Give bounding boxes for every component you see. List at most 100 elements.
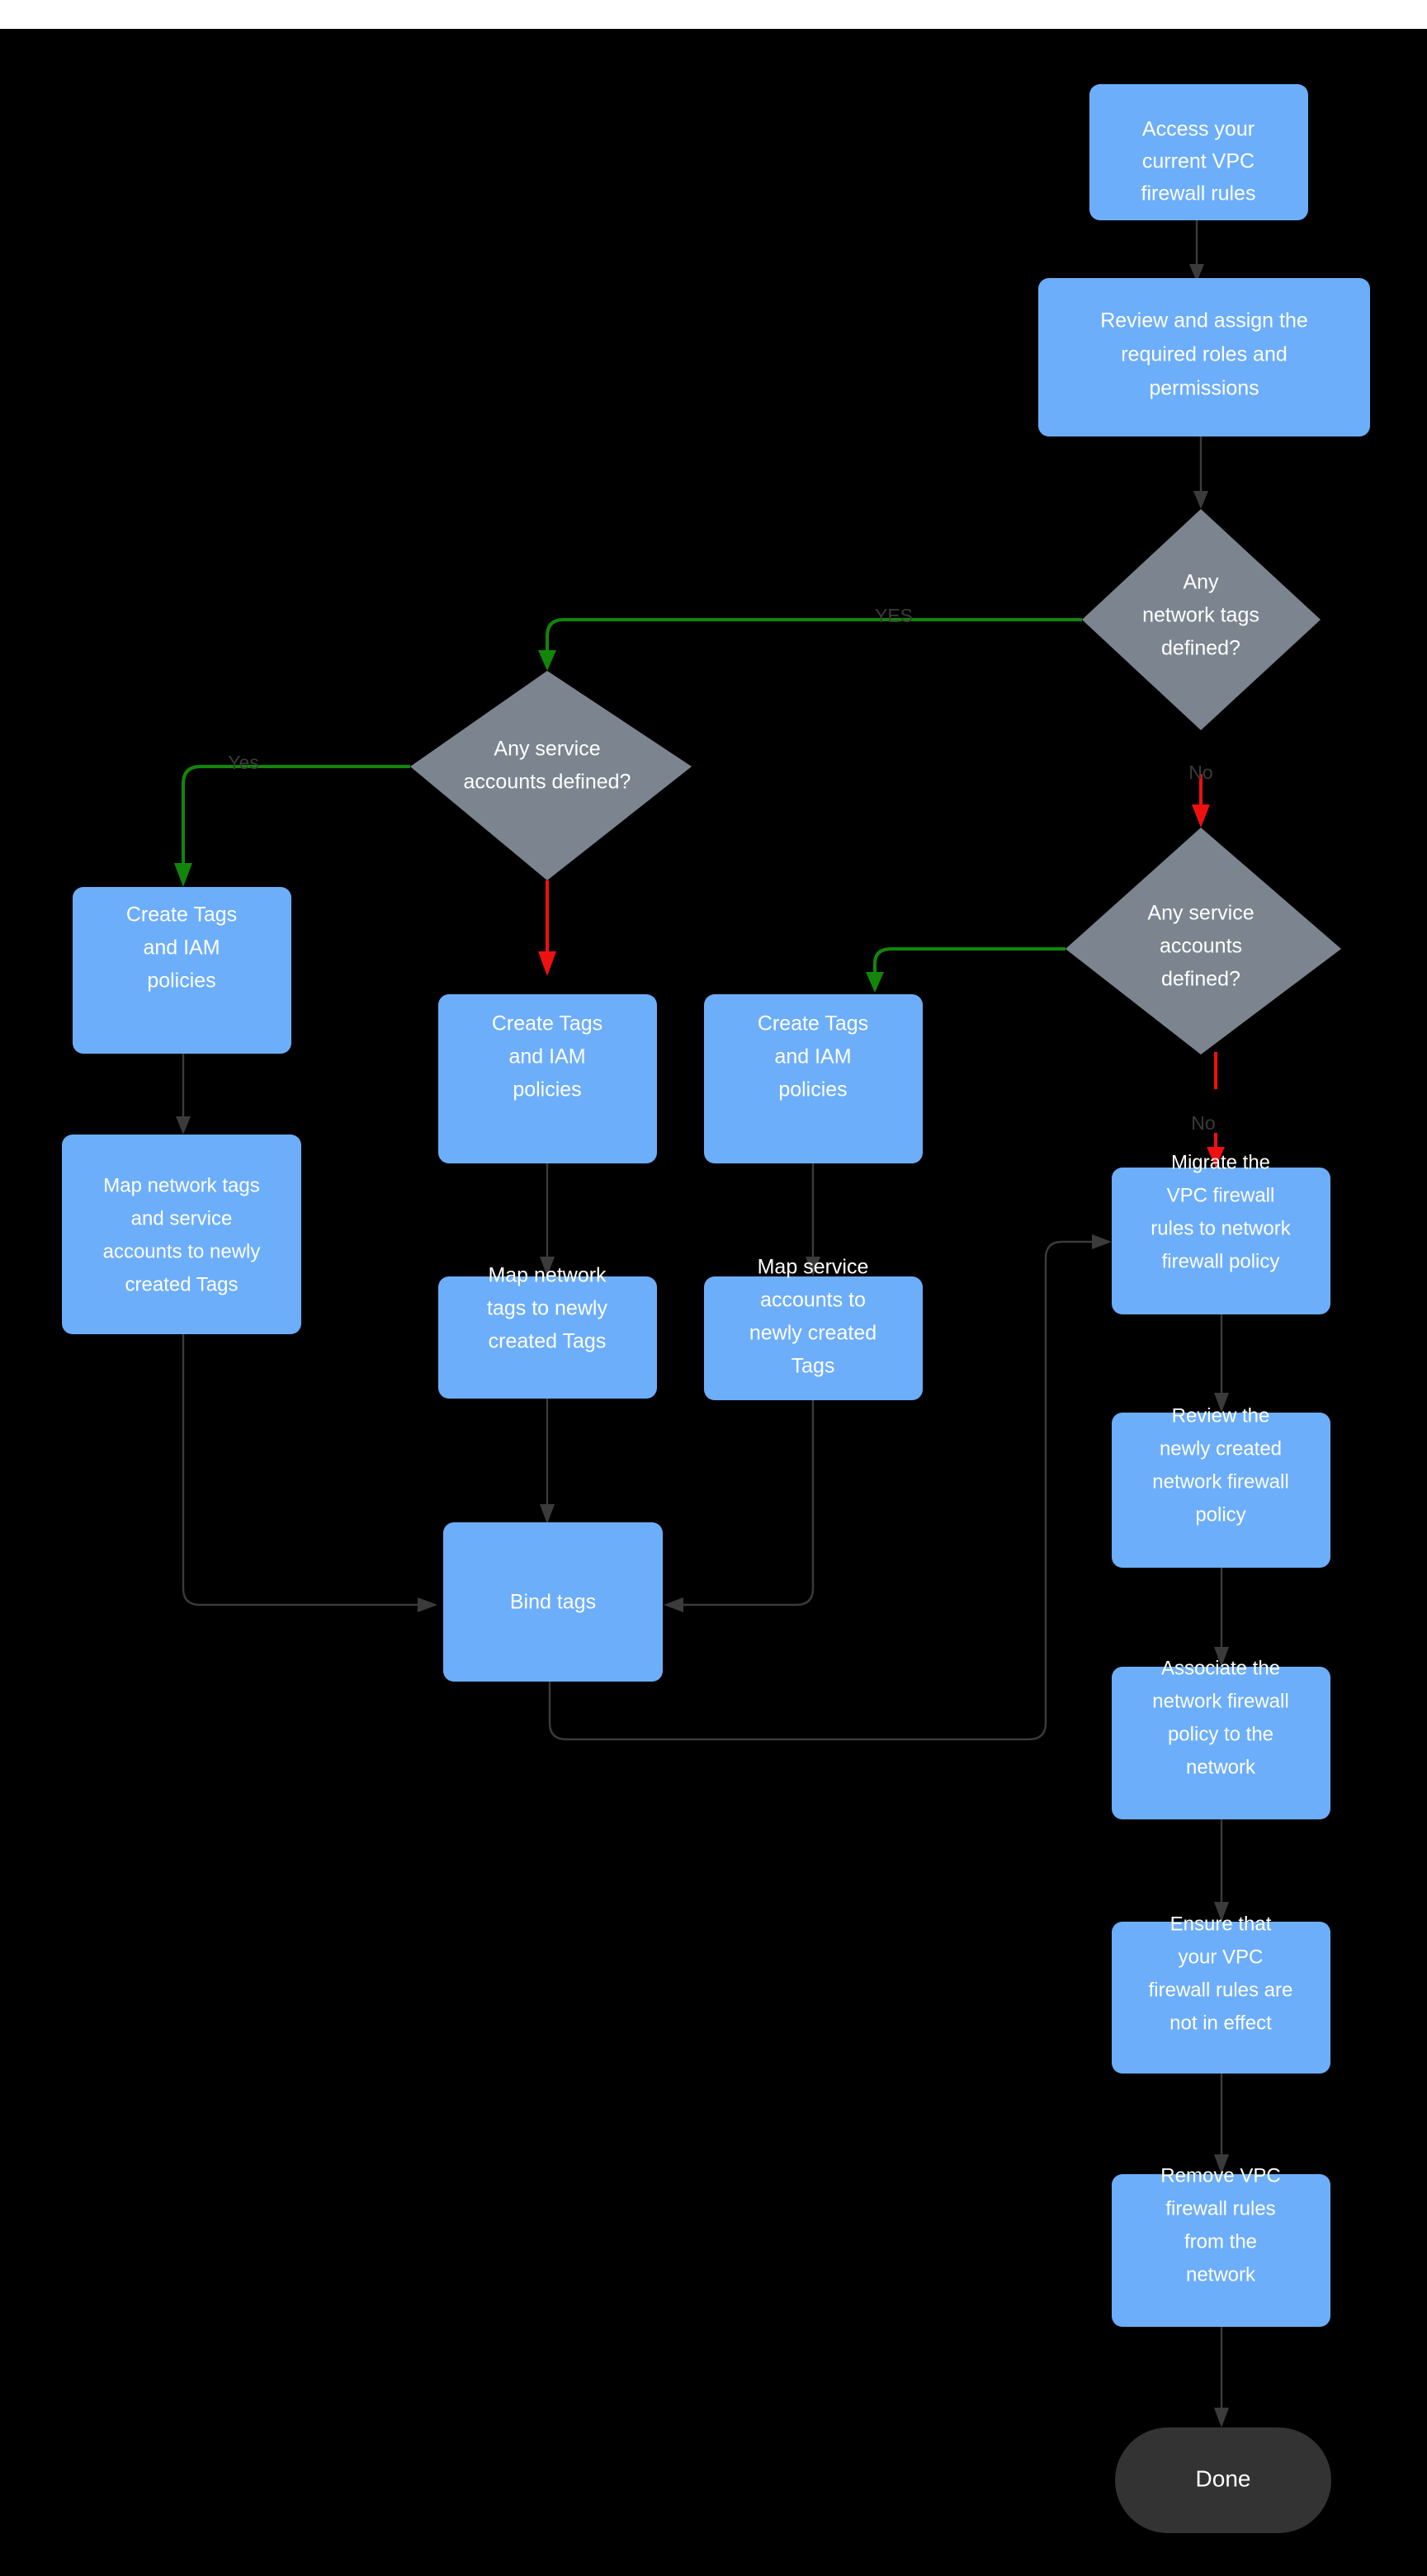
node-migrate-rules[interactable]: Migrate the VPC firewall rules to networ… — [1112, 1151, 1330, 1314]
node-migrate-rules-line-4: firewall policy — [1162, 1250, 1280, 1272]
edge-map-right-to-bind — [664, 1400, 815, 1612]
node-review-roles-line-3: permissions — [1149, 377, 1259, 400]
node-bind-tags[interactable]: Bind tags — [443, 1522, 663, 1682]
node-review-policy[interactable]: Review the newly created network firewal… — [1112, 1404, 1330, 1568]
node-migrate-rules-line-1: Migrate the — [1171, 1151, 1270, 1173]
node-associate-policy-line-3: policy to the — [1168, 1723, 1273, 1745]
node-review-roles-line-2: required roles and — [1121, 343, 1288, 366]
node-done[interactable]: Done — [1115, 2427, 1331, 2533]
node-create-tags-iam-mid-line-3: policies — [513, 1078, 581, 1102]
node-review-roles[interactable]: Review and assign the required roles and… — [1038, 278, 1370, 436]
edge-label-service-accounts-left-yes: Yes — [228, 752, 259, 773]
node-ensure-not-in-effect-line-4: not in effect — [1169, 2012, 1272, 2034]
node-create-tags-iam-right-line-2: and IAM — [774, 1045, 851, 1069]
node-associate-policy-line-1: Associate the — [1161, 1657, 1280, 1679]
node-review-policy-line-1: Review the — [1172, 1404, 1270, 1427]
edge-review-to-associate — [1214, 1568, 1229, 1667]
edge-service-accounts-right-no: No — [1191, 1052, 1225, 1168]
edge-create-left-to-map — [176, 1054, 191, 1135]
node-access-rules-shape[interactable] — [1089, 84, 1308, 220]
node-create-tags-iam-right[interactable]: Create Tags and IAM policies — [704, 994, 923, 1163]
node-service-accounts-decision-right-line-2: accounts — [1160, 935, 1242, 958]
node-map-network-tags-shape[interactable] — [438, 1276, 657, 1399]
node-ensure-not-in-effect-shape[interactable] — [1112, 1922, 1330, 2074]
node-associate-policy-line-4: network — [1186, 1756, 1256, 1778]
node-review-policy-shape[interactable] — [1112, 1413, 1330, 1568]
node-map-network-tags-line-2: tags to newly — [487, 1297, 607, 1320]
node-map-service-accounts-shape[interactable] — [704, 1276, 923, 1400]
node-create-tags-iam-left[interactable]: Create Tags and IAM policies — [73, 887, 291, 1054]
node-service-accounts-decision-right[interactable]: Any service accounts defined? — [1066, 828, 1341, 1054]
edge-migrate-to-review — [1214, 1314, 1229, 1413]
node-map-tags-and-accounts-shape[interactable] — [62, 1135, 301, 1334]
node-remove-rules-line-1: Remove VPC — [1160, 2164, 1280, 2187]
node-network-tags-decision-line-3: defined? — [1161, 637, 1240, 660]
edge-bind-to-migrate — [548, 1234, 1112, 1741]
diagram-stage: YES No Yes — [0, 29, 1427, 2576]
node-create-tags-iam-left-shape[interactable] — [73, 887, 291, 1054]
node-associate-policy[interactable]: Associate the network firewall policy to… — [1112, 1657, 1330, 1819]
node-create-tags-iam-mid[interactable]: Create Tags and IAM policies — [438, 994, 657, 1163]
node-ensure-not-in-effect[interactable]: Ensure that your VPC firewall rules are … — [1112, 1913, 1330, 2074]
node-create-tags-iam-mid-line-1: Create Tags — [492, 1012, 602, 1036]
node-ensure-not-in-effect-line-3: firewall rules are — [1149, 1979, 1293, 2001]
edge-map-left-to-bind — [182, 1334, 437, 1612]
node-map-tags-and-accounts-line-4: created Tags — [125, 1273, 239, 1295]
node-done-label: Done — [1196, 2465, 1251, 2491]
node-ensure-not-in-effect-line-1: Ensure that — [1170, 1913, 1272, 1935]
node-done-shape[interactable] — [1115, 2427, 1331, 2533]
node-create-tags-iam-mid-shape[interactable] — [438, 994, 657, 1163]
node-remove-rules-line-3: from the — [1184, 2230, 1257, 2253]
node-map-network-tags-line-3: created Tags — [489, 1330, 607, 1353]
node-map-service-accounts-line-4: Tags — [791, 1355, 835, 1378]
edge-service-accounts-left-yes: Yes — [174, 752, 410, 887]
node-map-network-tags[interactable]: Map network tags to newly created Tags — [438, 1264, 657, 1399]
node-create-tags-iam-right-shape[interactable] — [704, 994, 923, 1163]
node-review-roles-shape[interactable] — [1038, 278, 1370, 436]
node-map-tags-and-accounts-line-1: Map network tags — [103, 1174, 259, 1196]
edge-service-accounts-left-no — [538, 880, 556, 976]
node-map-service-accounts-line-1: Map service — [758, 1256, 869, 1279]
node-bind-tags-label: Bind tags — [510, 1591, 596, 1614]
node-access-rules-line-3: firewall rules — [1141, 182, 1256, 205]
node-service-accounts-decision-left-shape[interactable] — [410, 671, 692, 880]
node-network-tags-decision-line-1: Any — [1183, 571, 1219, 594]
node-network-tags-decision-shape[interactable] — [1082, 509, 1321, 730]
node-service-accounts-decision-left[interactable]: Any service accounts defined? — [410, 671, 692, 880]
node-map-tags-and-accounts-line-2: and service — [131, 1207, 233, 1229]
node-create-tags-iam-left-line-1: Create Tags — [126, 903, 237, 927]
edge-map-mid-to-bind — [540, 1399, 555, 1524]
node-ensure-not-in-effect-line-2: your VPC — [1179, 1946, 1264, 1968]
node-remove-rules[interactable]: Remove VPC firewall rules from the netwo… — [1112, 2164, 1330, 2327]
node-migrate-rules-shape[interactable] — [1112, 1168, 1330, 1314]
node-network-tags-decision[interactable]: Any network tags defined? — [1082, 509, 1321, 730]
node-review-policy-line-4: policy — [1195, 1503, 1245, 1526]
node-remove-rules-shape[interactable] — [1112, 2174, 1330, 2327]
node-create-tags-iam-left-line-2: and IAM — [143, 937, 220, 960]
node-associate-policy-line-2: network firewall — [1152, 1690, 1288, 1712]
edge-remove-to-done — [1214, 2327, 1229, 2427]
node-review-policy-line-2: newly created — [1160, 1437, 1282, 1460]
node-access-rules-line-1: Access your — [1142, 118, 1255, 141]
node-bind-tags-shape[interactable] — [443, 1522, 663, 1682]
node-create-tags-iam-left-line-3: policies — [147, 970, 215, 993]
node-create-tags-iam-mid-line-2: and IAM — [508, 1045, 585, 1069]
node-map-service-accounts[interactable]: Map service accounts to newly created Ta… — [704, 1256, 923, 1400]
edge-associate-to-ensure — [1214, 1819, 1229, 1922]
flowchart-svg: YES No Yes — [62, 84, 1370, 2533]
edge-label-network-tags-yes: YES — [875, 605, 913, 626]
node-map-service-accounts-line-3: newly created — [749, 1322, 877, 1345]
node-create-tags-iam-right-line-1: Create Tags — [758, 1012, 868, 1036]
node-service-accounts-decision-left-line-2: accounts defined? — [464, 771, 631, 794]
node-map-network-tags-line-1: Map network — [488, 1264, 607, 1287]
node-service-accounts-decision-right-shape[interactable] — [1066, 828, 1341, 1054]
node-map-tags-and-accounts-line-3: accounts to newly — [103, 1240, 261, 1262]
node-map-tags-and-accounts[interactable]: Map network tags and service accounts to… — [62, 1135, 301, 1334]
edge-service-accounts-right-yes — [866, 947, 1066, 993]
node-associate-policy-shape[interactable] — [1112, 1667, 1330, 1819]
node-access-rules[interactable]: Access your current VPC firewall rules — [1089, 84, 1308, 220]
edge-create-mid-to-map — [540, 1163, 555, 1276]
node-network-tags-decision-line-2: network tags — [1142, 604, 1259, 627]
node-review-roles-line-1: Review and assign the — [1100, 309, 1308, 333]
